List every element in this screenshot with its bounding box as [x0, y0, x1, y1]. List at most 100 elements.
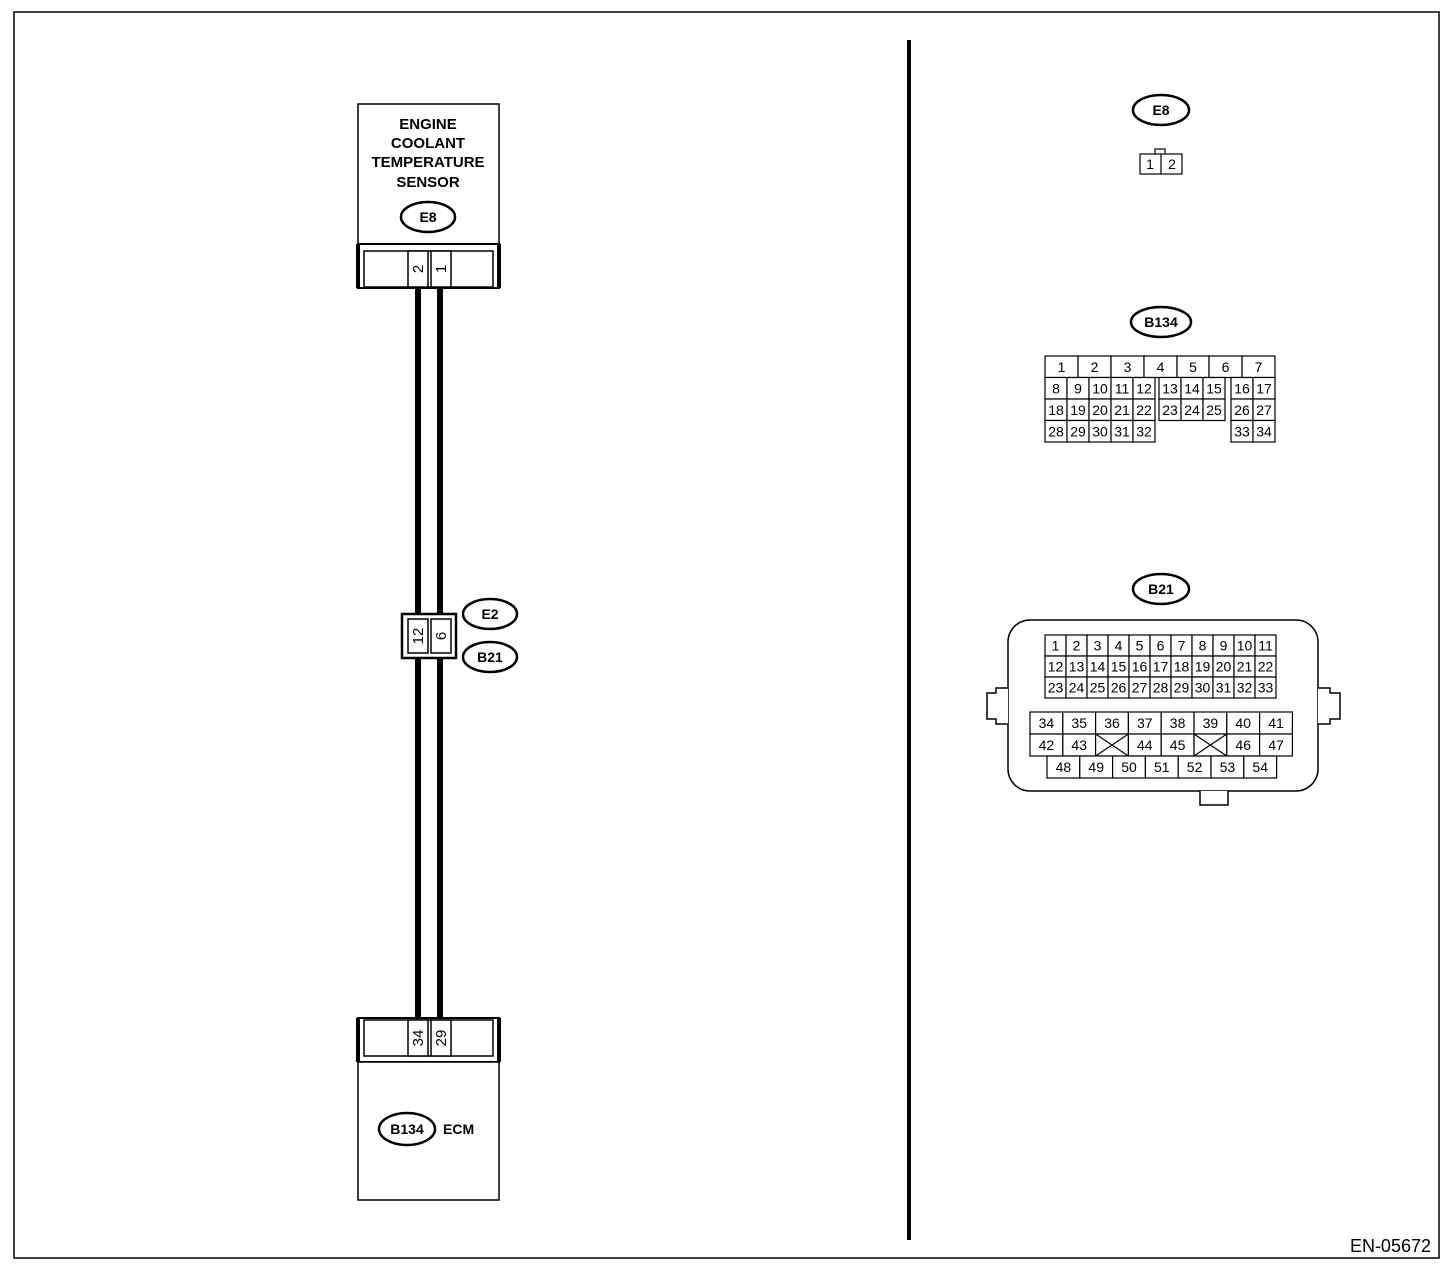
pin-number: 15: [1111, 659, 1127, 675]
ecm-connector-label: B134: [390, 1121, 424, 1137]
pin-number: 1: [1058, 359, 1066, 375]
pin-number: 18: [1048, 402, 1064, 418]
pin-number: 31: [1114, 423, 1130, 439]
pin-number: 54: [1252, 759, 1268, 775]
pin-number: 21: [1237, 659, 1253, 675]
ecm-terminal-29-label: 29: [433, 1030, 450, 1047]
pin-number: 11: [1258, 638, 1273, 654]
pin-number: 8: [1052, 380, 1060, 396]
pin-number: 15: [1206, 380, 1222, 396]
pin-number: 16: [1234, 380, 1250, 396]
pin-number: 45: [1170, 737, 1186, 753]
pin-number: 47: [1268, 737, 1284, 753]
e8-badge-label: E8: [1152, 102, 1169, 118]
pin-number: 12: [1136, 380, 1152, 396]
pin-number: 26: [1234, 402, 1250, 418]
pin-number: 27: [1256, 402, 1272, 418]
pin-number: 12: [1048, 659, 1064, 675]
pin-number: 22: [1258, 659, 1274, 675]
pin-number: 29: [1070, 423, 1086, 439]
ecm-label: ECM: [443, 1121, 474, 1137]
pin-cell: [1202, 398, 1226, 422]
pin-number: 30: [1195, 680, 1211, 696]
junction-terminal-6: [430, 618, 452, 654]
coolant-sensor: ENGINE COOLANT TEMPERATURE SENSOR E8 2 1: [356, 103, 501, 289]
junction-connector-b-badge: [461, 640, 519, 674]
pin-number: 46: [1235, 737, 1251, 753]
pin-number: 32: [1237, 680, 1253, 696]
junction-terminal-12: [407, 618, 429, 654]
pin-number: 17: [1153, 659, 1169, 675]
pin-number: 48: [1056, 759, 1072, 775]
pin-cell: [1252, 419, 1276, 443]
b134-badge: [1129, 305, 1193, 339]
junction-terminal-12-label: 12: [410, 628, 427, 645]
pin-number: 2: [1091, 359, 1099, 375]
sensor-terminal-1-label: 1: [433, 265, 450, 273]
pin-number: 21: [1114, 402, 1130, 418]
ecm: 34 29 B134 ECM: [356, 1017, 501, 1201]
b21-badge: [1131, 572, 1191, 606]
pin-number: 14: [1090, 659, 1106, 675]
pin-number: 39: [1203, 715, 1219, 731]
pin-number: 16: [1132, 659, 1148, 675]
pin-number: 20: [1216, 659, 1232, 675]
junction-terminal-6-label: 6: [433, 632, 450, 640]
pin-number: 24: [1184, 402, 1200, 418]
ecm-terminal-34-label: 34: [410, 1030, 427, 1047]
sensor-title-line-3: TEMPERATURE: [371, 154, 484, 171]
pin-number: 19: [1195, 659, 1211, 675]
pin-number: 10: [1092, 380, 1108, 396]
pin-cell: [1254, 676, 1277, 699]
pin-number: 44: [1137, 737, 1153, 753]
pin-number: 2: [1073, 638, 1081, 654]
pin-number: 13: [1069, 659, 1085, 675]
pin-number: 27: [1132, 680, 1148, 696]
pin-number: 49: [1088, 759, 1104, 775]
pin-number: 20: [1092, 402, 1108, 418]
pin-number: 6: [1157, 638, 1165, 654]
pin-number: 41: [1268, 715, 1284, 731]
pin-number: 34: [1256, 423, 1272, 439]
pin-number: 24: [1069, 680, 1085, 696]
ecm-terminal-29: [430, 1019, 452, 1057]
e8-connector-face: E8 1 2: [1131, 93, 1191, 175]
sensor-connector-label: E8: [419, 209, 436, 225]
pin-number: 51: [1154, 759, 1170, 775]
pin-number: 53: [1220, 759, 1236, 775]
pin-number: 6: [1222, 359, 1230, 375]
pin-number: 4: [1157, 359, 1165, 375]
pin-number: 5: [1189, 359, 1197, 375]
pin-number: 4: [1115, 638, 1123, 654]
pin-number: 23: [1048, 680, 1064, 696]
sensor-title-line-1: ENGINE: [399, 116, 457, 133]
pin-number: 26: [1111, 680, 1127, 696]
b21-latch-left: [986, 687, 1008, 725]
junction-connector-b-label: B21: [477, 649, 503, 665]
pin-number: 7: [1178, 638, 1186, 654]
e8-badge: [1131, 93, 1191, 127]
pin-number: 52: [1187, 759, 1203, 775]
b21-key-notch: [1199, 791, 1229, 806]
pin-number: 3: [1094, 638, 1102, 654]
b21-badge-label: B21: [1148, 581, 1174, 597]
pin-number: 50: [1121, 759, 1137, 775]
pin-number: 37: [1137, 715, 1153, 731]
pin-number: 13: [1162, 380, 1178, 396]
pin-number: 35: [1071, 715, 1087, 731]
blank-pin-cross: [1193, 733, 1228, 757]
b134-badge-label: B134: [1144, 314, 1178, 330]
pin-number: 9: [1220, 638, 1228, 654]
pin-number: 28: [1048, 423, 1064, 439]
pin-number: 40: [1235, 715, 1251, 731]
sensor-terminal-2: [407, 250, 429, 288]
b21-latch-right: [1318, 687, 1341, 725]
sensor-terminal-2-label: 2: [410, 265, 427, 273]
e8-pin-1: 1: [1146, 156, 1154, 172]
pin-number: 43: [1071, 737, 1087, 753]
ecm-terminal-34: [407, 1019, 429, 1057]
pin-number: 5: [1136, 638, 1144, 654]
